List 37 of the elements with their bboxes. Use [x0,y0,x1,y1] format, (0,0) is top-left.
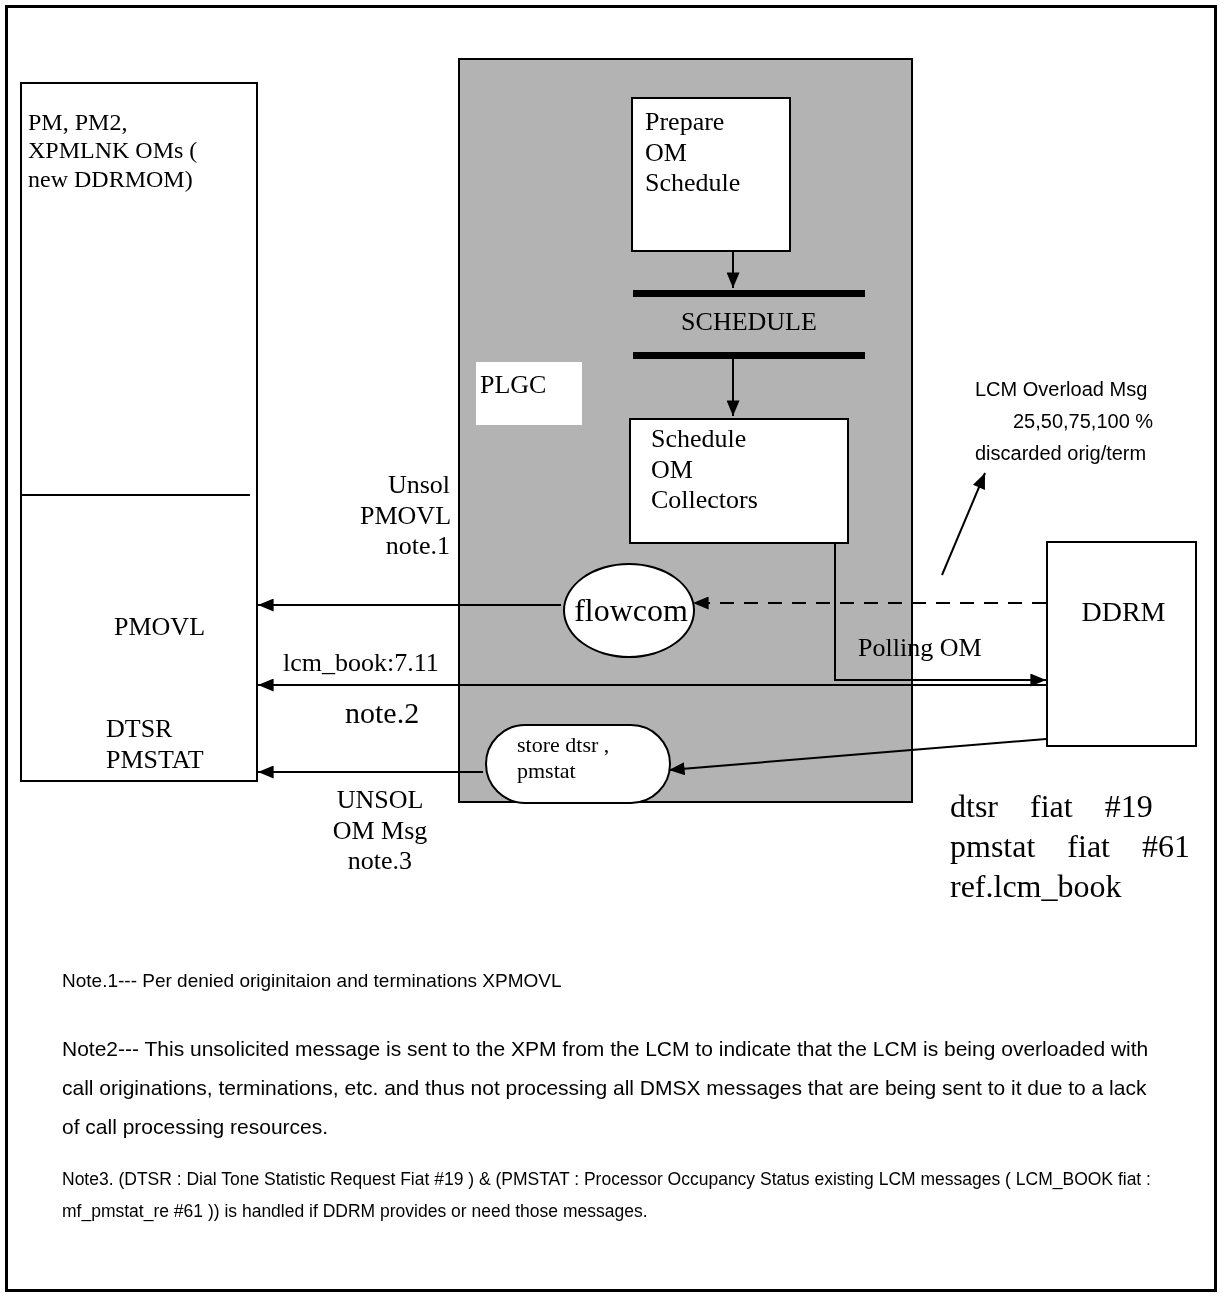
note-text: Note3. (DTSR : Dial Tone Statistic Request Fiat #19 ) & (PMSTAT : Processor Occupancy Status existing LCM messages ( LCM_BOOK fiat : mf_pmstat_re #61 )) is handled if DDRM provides or need those messages. [62,1168,1152,1224]
edge-label: lcm_book:7.11 [283,648,440,679]
node-label: SCHEDULE [680,307,818,338]
node-label: PMOVL [114,612,206,643]
edge-label: Unsol PMOVL note.1 [360,470,450,562]
node-label: DTSR PMSTAT [106,714,205,776]
node-label: Schedule OM Collectors [651,424,759,516]
node-label: store dtsr , pmstat [517,732,611,784]
om-group-box [20,82,258,782]
node-label: Prepare OM Schedule [645,107,742,199]
arrow [668,738,1047,776]
node-label: LCM Overload Msg [975,378,1149,402]
schedule-bar [633,290,865,359]
arrow [941,472,986,576]
node-annotation: pmstat fiat #61 [950,828,1191,866]
arrow [257,598,562,612]
arrow [692,596,1047,610]
process-box [631,97,791,252]
node-label: PM, PM2, XPMLNK OMs ( new DDRMOM) [28,108,199,193]
process-box [629,418,849,544]
arrow [726,249,740,289]
group-title: PLGC [476,362,582,425]
ddrm-box [1046,541,1197,747]
node-label: 25,50,75,100 % [1013,410,1155,434]
node-annotation: dtsr fiat #19 [950,788,1154,826]
edge-label: UNSOL OM Msg note.3 [331,785,429,877]
note-reference: note.2 [345,695,421,731]
node-annotation: ref.lcm_book [950,868,1123,906]
arrow [257,765,484,779]
node-label: DDRM [1080,595,1167,629]
arrow [726,356,740,417]
note-text: Note.1--- Per denied originitaion and terminations XPMOVL [62,969,563,993]
arrow [257,678,1047,692]
arrow [834,541,1047,687]
node-label: discarded orig/term [975,442,1148,466]
note-text: Note2--- This unsolicited message is sent to the XPM from the LCM to indicate that the LCM is being overloaded with call originations, terminations, etc. and thus not processing all DMSX messages that are being sent to it due to a lack of call processing resources. [62,1036,1150,1140]
node-label: flowcom [573,592,689,630]
